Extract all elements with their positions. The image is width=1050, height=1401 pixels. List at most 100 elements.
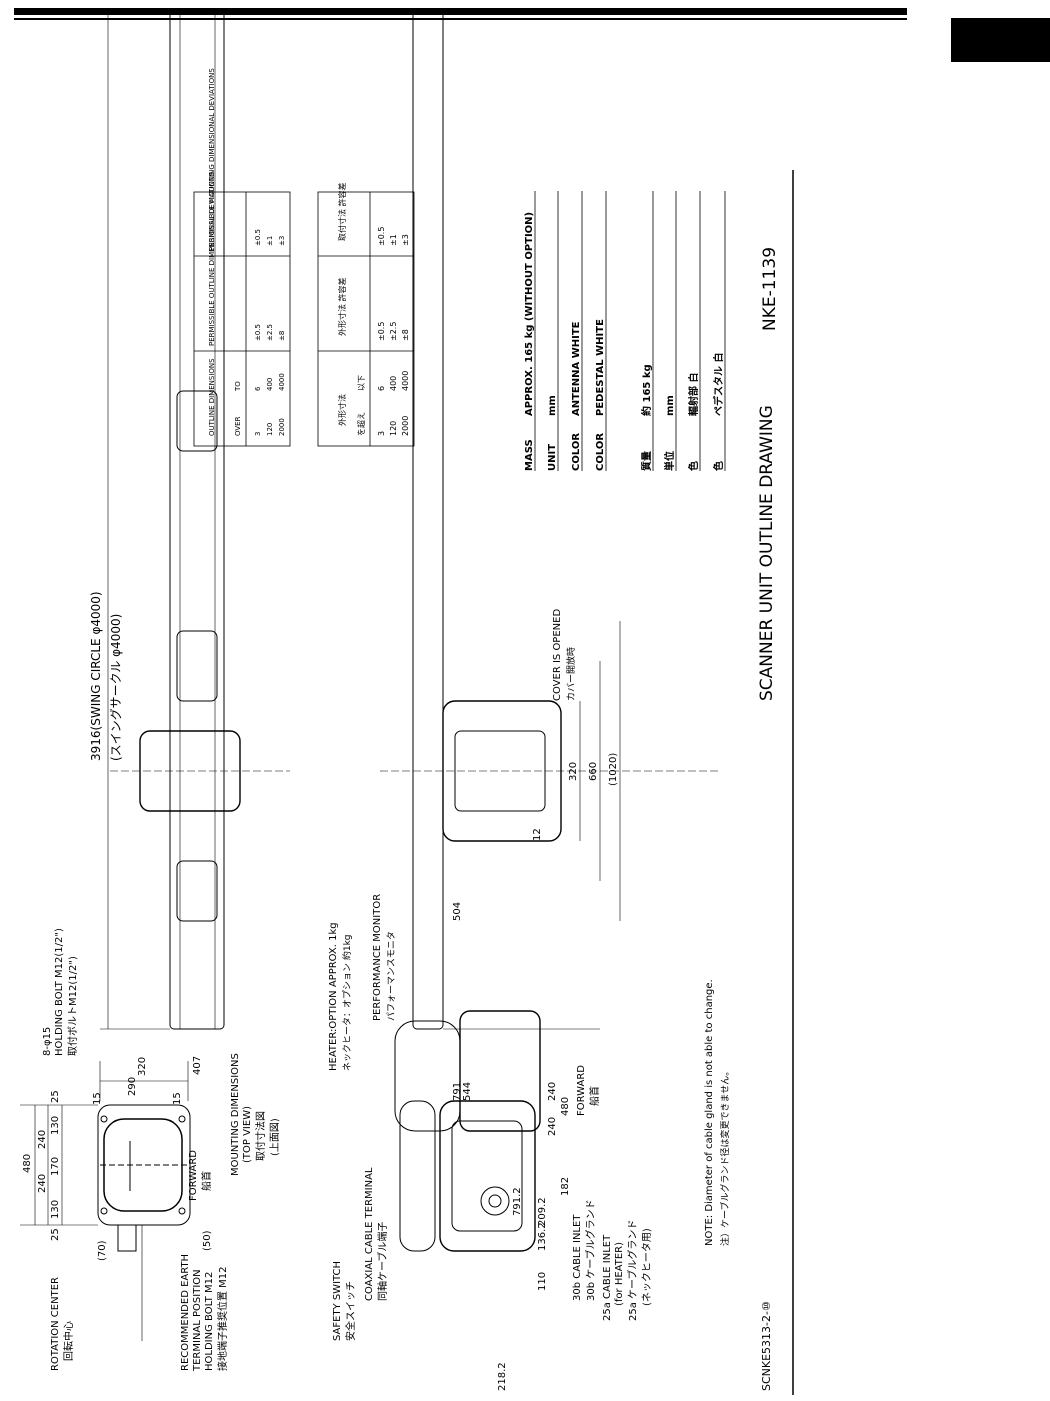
pedestal-rear [459,1010,541,1132]
mounting-dim-label: MOUNTING DIMENSIONS [230,1053,241,1176]
td: 400 [389,376,398,391]
th-outline-jp: 外形寸法 [337,394,347,426]
radiator-recess [176,390,218,452]
dim-480: 480 [22,1154,33,1173]
td: ±0.5 [377,227,386,246]
earth-label-2: TERMINAL POSITION [192,1269,203,1372]
pedestal-side-labels: SAFETY SWITCH 安全スイッチ COAXIAL CABLE TERMI… [332,1065,653,1391]
th-mount-dev-jp: 取付寸法 許容差 [337,182,347,241]
safety-switch-label: SAFETY SWITCH [332,1261,343,1341]
dim-1020: (1020) [608,753,619,786]
pedestal-side [439,1100,536,1252]
doc-code: SCNKE5313-2-⑩ [760,1301,773,1391]
dim-504: 504 [452,902,463,921]
dim-130: 130 [50,1200,61,1219]
dim-7912: 791.2 [512,1187,523,1216]
td: ±8 [401,329,410,341]
dim-290: 290 [127,1077,138,1096]
table-frame [317,191,415,447]
dim-320: 320 [568,762,579,781]
tolerance-table-en-text: OUTLINE DIMENSIONS PERMISSIBLE OUTLINE D… [208,68,286,436]
dim-1362: 136.2 [537,1222,548,1251]
top-view-labels: ROTATION CENTER 回転中心 RECOMMENDED EARTH T… [42,928,281,1372]
dim-25: 25 [50,1090,61,1103]
spec-key-jp: 色 [712,461,725,471]
inlet25a-label-jp: 25a ケーブルグランド [626,1220,639,1321]
base-outline [97,1104,191,1226]
earth-label-jp: 接地端子推奨位置 M12 [216,1266,229,1371]
note-jp: 注）ケーブルグランド径は変更できません。 [719,1067,731,1246]
top-view-label: (TOP VIEW) [242,1106,253,1163]
front-view-dims: 544 791 504 320 660 (1020) 12 [452,753,619,1101]
swing-circle-label: 3916(SWING CIRCLE φ4000) [89,591,103,761]
dim-2092: 209.2 [537,1197,548,1226]
inlet25a-label: 25a CABLE INLET [602,1234,613,1321]
td: 3 [254,432,262,436]
td: ±0.5 [254,229,262,246]
bolt-hole [100,1207,108,1215]
connector-box [117,1224,137,1252]
cover-opened-label-jp: カバー開放時 [565,647,577,701]
dim-170: 170 [50,1157,61,1176]
radiator-front [412,8,444,1030]
spec-value: APPROX. 165 kg (WITHOUT OPTION) [524,212,535,416]
earth-label-1: RECOMMENDED EARTH [180,1254,191,1371]
forward-label-2-jp: 船首 [588,1086,601,1106]
base-inner [103,1118,183,1212]
forward-label: FORWARD [188,1150,199,1201]
table-frame [193,191,291,447]
earth-label-3: HOLDING BOLT M12 [204,1272,215,1371]
holding-bolt-label: HOLDING BOLT M12(1/2") [54,928,65,1056]
heater-label: HEATER:OPTION APPROX. 1kg [328,922,339,1071]
tolerance-table-jp [317,191,415,447]
tolerance-table-jp-text: 外形寸法 外形寸法 許容差 取付寸法 許容差 を超え 以下 3 6 ±0.5 1… [337,182,410,436]
radiator-end [399,1100,436,1252]
rotation-center-label-jp: 回転中心 [62,1321,75,1361]
dim-240: 240 [547,1117,558,1136]
mounting-dim-label-jp: 取付寸法図 [254,1111,267,1161]
dim-544: 544 [462,1082,473,1101]
td: ±1 [389,234,398,246]
header-rule [14,8,907,15]
spec-key: MASS [524,439,535,471]
heater-ring [394,1020,461,1132]
th-to: TO [234,381,242,392]
forward-label-jp: 船首 [200,1171,213,1191]
antenna-side [100,8,290,1030]
dim-240: 240 [547,1082,558,1101]
td: 3 [377,431,386,436]
antenna-front [380,8,720,1030]
rotation-center-label: ROTATION CENTER [50,1277,61,1371]
td: ±2.5 [266,324,274,341]
spec-key-jp: 色 [687,461,700,471]
dim-130: 130 [50,1116,61,1135]
tolerance-table-en [193,191,291,447]
spec-value-jp: ペデスタル 白 [712,353,725,416]
drawing-title: SCANNER UNIT OUTLINE DRAWING [757,405,777,701]
td: ±8 [278,331,286,341]
heater-label-jp: ネックヒータ：オプション 約1kg [341,934,353,1071]
spec-text: MASS APPROX. 165 kg (WITHOUT OPTION) UNI… [524,212,725,471]
td: 2000 [401,416,410,436]
dim-110: 110 [537,1272,548,1291]
header-rule-thin [14,18,907,20]
bolt-hole [100,1115,108,1123]
perf-monitor-label: PERFORMANCE MONITOR [372,894,383,1021]
th-outline-dev: PERMISSIBLE OUTLINE DIMENSIONAL DEVIATIO… [208,171,216,346]
holding-bolt-label-jp: 取付ボルトM12(1/2") [66,956,79,1056]
td: 6 [377,386,386,391]
perf-monitor-label-jp: パフォーマンスモニタ [386,931,397,1021]
td: ±1 [266,236,274,246]
th-outline-dev-jp: 外形寸法 許容差 [337,277,347,336]
td: 120 [266,423,274,436]
dim-50: (50) [202,1230,213,1251]
td: 400 [266,378,274,391]
forward-label-2: FORWARD [576,1065,587,1116]
pedestal-side-views [394,1010,541,1252]
swing-circle-label-jp: (スイングサークル φ4000) [109,614,123,761]
th-to-jp: 以下 [357,375,366,391]
dim-660: 660 [588,762,599,781]
dim-25: 25 [50,1228,61,1241]
td: ±3 [401,234,410,246]
th-mount-dev: PERMISSIBLE MOUNTING DIMENSIONAL DEVIATI… [208,68,216,251]
